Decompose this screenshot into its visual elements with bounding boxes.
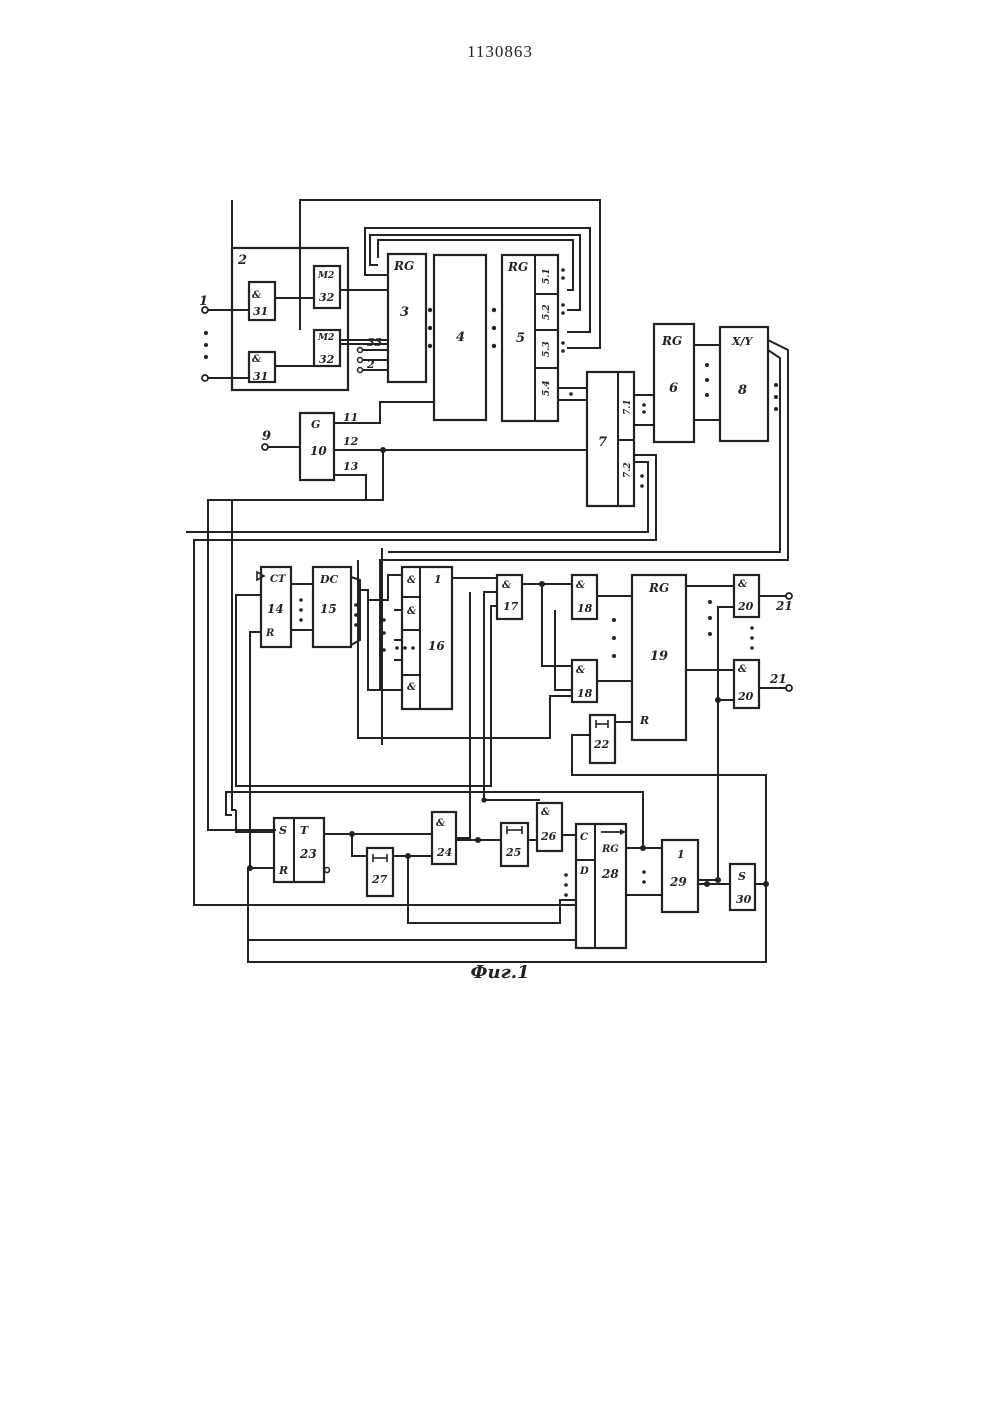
label-t-23: T (300, 824, 309, 837)
label-block-8: 8 (738, 383, 747, 398)
label-pin-5-3: 5.3 (542, 341, 552, 357)
label-output-21a: 21 (775, 599, 793, 613)
label-and-31a-symbol: & (252, 290, 261, 301)
label-g-10: G (311, 418, 320, 431)
label-c-28: C (580, 832, 588, 843)
label-pin-33: 33 (367, 336, 383, 349)
label-pin-12: 12 (343, 435, 359, 448)
label-block-27: 27 (371, 873, 388, 886)
labels: 2 & 31 & 31 M2 32 M2 32 1 33 2 RG 3 4 RG… (199, 253, 793, 906)
label-pin-5-2: 5.2 (542, 304, 552, 320)
label-block-24: 24 (436, 846, 452, 859)
label-block-28: 28 (601, 867, 619, 881)
label-block-16: 16 (428, 639, 445, 653)
label-and-20b: & (738, 664, 747, 675)
label-block-30: 30 (736, 893, 752, 906)
label-31b: 31 (253, 370, 268, 383)
label-block-3: 3 (400, 305, 409, 320)
label-pin-11: 11 (343, 411, 358, 424)
label-block-4: 4 (456, 330, 465, 345)
label-r-23: R (278, 864, 288, 877)
label-and-17: & (502, 580, 511, 591)
label-block-23: 23 (299, 847, 317, 861)
label-s-23: S (279, 824, 287, 837)
label-block-25: 25 (505, 846, 521, 859)
label-16-or: 1 (434, 573, 442, 586)
label-32a: 32 (319, 291, 335, 304)
label-input-1: 1 (199, 294, 208, 309)
label-r-14: R (265, 628, 274, 639)
label-and-18a: & (576, 580, 585, 591)
top-section (232, 248, 768, 506)
label-rg-28: RG (601, 844, 619, 855)
label-or-29: 1 (677, 848, 685, 861)
label-rg-6: RG (661, 334, 682, 348)
label-pin-13: 13 (343, 460, 359, 473)
label-block-22: 22 (593, 738, 610, 751)
label-block-14: 14 (267, 602, 284, 616)
label-and-31b-symbol: & (252, 354, 261, 365)
label-dc-15: DC (319, 573, 339, 586)
label-rg-5: RG (507, 260, 528, 274)
label-and-26: & (541, 807, 550, 818)
label-16-and-2: & (407, 606, 416, 617)
label-and-18b: & (576, 665, 585, 676)
label-16-and-1: & (407, 575, 416, 586)
label-block-10: 10 (310, 444, 327, 458)
label-xy-8: X/Y (731, 335, 754, 348)
label-ct-14: CT (270, 574, 287, 585)
label-pin-5-1: 5.1 (542, 268, 552, 284)
label-block-6: 6 (669, 381, 678, 396)
label-block-18b: 18 (577, 687, 593, 700)
label-s-30: S (738, 870, 746, 883)
delay-27 (367, 848, 393, 896)
label-and-24: & (436, 818, 445, 829)
label-31a: 31 (253, 305, 268, 318)
label-block-20b: 20 (737, 690, 754, 703)
label-block-15: 15 (320, 602, 337, 616)
label-16-and-3: & (407, 682, 416, 693)
label-pin-2: 2 (366, 358, 375, 371)
label-pin-7-1: 7.1 (623, 399, 633, 415)
label-block-7: 7 (598, 435, 607, 450)
figure-caption: Фиг.1 (0, 962, 1000, 983)
label-block-5: 5 (516, 331, 525, 346)
label-and-20a: & (738, 579, 747, 590)
label-m2b-symbol: M2 (317, 333, 334, 343)
bottom-section (261, 567, 759, 948)
label-d-28: D (579, 866, 589, 877)
label-input-9: 9 (262, 429, 271, 444)
label-output-21b: 21 (769, 672, 787, 686)
label-pin-7-2: 7.2 (623, 462, 633, 478)
label-block-29: 29 (669, 875, 687, 889)
label-block-2: 2 (237, 253, 247, 268)
label-block-18a: 18 (577, 602, 593, 615)
label-block-19: 19 (650, 649, 668, 664)
label-rg-3: RG (393, 259, 414, 273)
label-block-17: 17 (503, 600, 519, 613)
label-block-26: 26 (540, 830, 557, 843)
label-m2a-symbol: M2 (317, 271, 334, 281)
label-32b: 32 (319, 353, 335, 366)
label-rg-19: RG (648, 581, 669, 595)
label-r-19: R (639, 714, 649, 727)
label-pin-5-4: 5.4 (542, 380, 552, 396)
label-block-20a: 20 (737, 600, 754, 613)
